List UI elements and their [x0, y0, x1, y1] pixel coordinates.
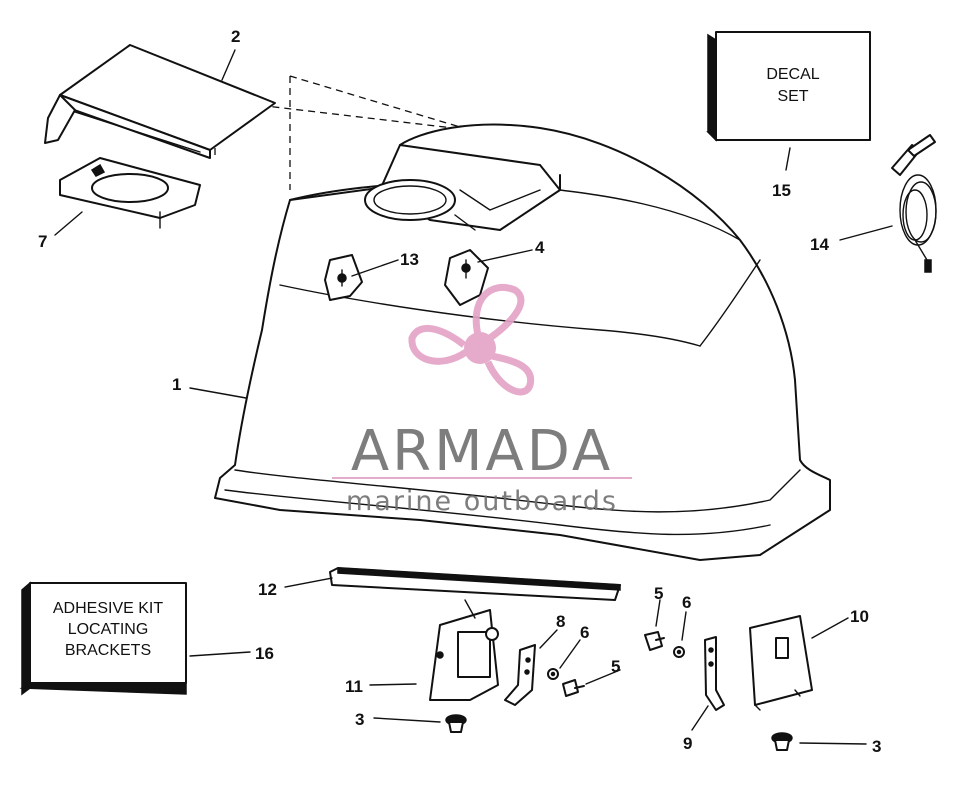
cable-14	[891, 134, 937, 273]
foot-3a	[445, 714, 467, 733]
callout-11: 11	[345, 677, 363, 696]
plate-10	[749, 615, 813, 711]
propeller-hub	[464, 332, 496, 364]
adhesive-label-line1: ADHESIVE KIT	[53, 600, 163, 617]
brand-tagline: marine outboards	[346, 486, 618, 517]
callout-3b: 3	[872, 737, 881, 756]
callout-1: 1	[172, 375, 181, 394]
engine-cowl	[214, 123, 831, 561]
callout-5b: 5	[611, 657, 620, 676]
callout-4: 4	[535, 238, 545, 257]
callout-numbers: 1 2 7 13 4 15 14 12 16 11 8 6 5 5 6 9 10…	[38, 27, 881, 756]
callout-8: 8	[556, 612, 565, 631]
callout-16: 16	[255, 644, 274, 663]
washer-6a	[547, 668, 559, 680]
foot-3b	[771, 732, 793, 751]
callout-10: 10	[850, 607, 869, 626]
decal-label-line2: SET	[777, 88, 808, 105]
callout-12: 12	[258, 580, 277, 599]
screw-5b	[562, 679, 585, 697]
callout-13: 13	[400, 250, 419, 269]
decal-label-line1: DECAL	[766, 66, 819, 83]
screw-5a	[644, 631, 665, 651]
bracket-9	[704, 636, 725, 711]
callout-6a: 6	[580, 623, 589, 642]
callout-7: 7	[38, 232, 47, 251]
adhesive-label-line2: LOCATING	[68, 621, 149, 638]
seal-strip	[329, 567, 621, 601]
callout-15: 15	[772, 181, 791, 200]
adhesive-label-line3: BRACKETS	[65, 642, 151, 659]
callout-9: 9	[683, 734, 692, 753]
watermark-logo: ARMADA marine outboards	[332, 283, 632, 517]
callout-5a: 5	[654, 584, 663, 603]
callout-3a: 3	[355, 710, 364, 729]
top-cover	[44, 44, 276, 159]
adhesive-kit-box: ADHESIVE KIT LOCATING BRACKETS	[19, 581, 187, 696]
callout-14: 14	[810, 235, 829, 254]
callout-2: 2	[231, 27, 240, 46]
bracket-8	[504, 644, 536, 706]
bracket-4	[444, 249, 489, 306]
leader-lines	[54, 49, 893, 745]
bracket-13	[324, 254, 363, 301]
callout-6b: 6	[682, 593, 691, 612]
washer-6b	[673, 646, 685, 658]
gasket-plate	[59, 157, 201, 229]
decal-set-box: DECAL SET	[706, 31, 871, 142]
propeller-icon	[408, 283, 535, 396]
brand-name: ARMADA	[351, 419, 613, 484]
latch-bracket-11	[429, 599, 499, 701]
